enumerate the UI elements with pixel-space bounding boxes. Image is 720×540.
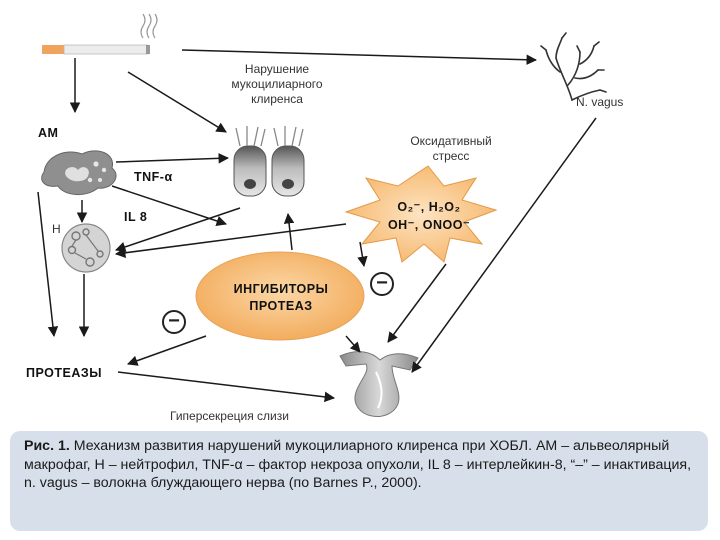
vagus-nerve-icon — [540, 32, 607, 101]
macrophage-icon — [41, 150, 117, 195]
caption-text: Механизм развития нарушений мукоцилиарно… — [24, 438, 692, 491]
il8-label: IL 8 — [124, 210, 148, 224]
tnf-label: TNF-α — [134, 170, 173, 184]
mucous-gland-icon — [339, 351, 419, 417]
protease-inhibitors-ellipse — [195, 251, 365, 341]
pathway-arrows — [37, 49, 597, 403]
oxidative-stress-starburst — [344, 165, 498, 263]
figure-caption: Рис. 1. Механизм развития нарушений муко… — [10, 431, 708, 531]
oxidants-label: O₂⁻, H₂O₂ OH⁻, ONOO⁻ — [387, 200, 471, 232]
caption-lead: Рис. 1. — [24, 438, 70, 454]
am-label: АМ — [38, 126, 59, 140]
vagus-label: N. vagus — [576, 95, 624, 109]
copd-mechanism-diagram — [37, 13, 607, 417]
neutrophil-icon — [61, 223, 111, 273]
oxidative-stress-label: Оксидативный стресс — [410, 134, 492, 163]
inactivation-minus-icon: − — [370, 272, 394, 296]
inhibitors-label: ИНГИБИТОРЫ ПРОТЕАЗ — [233, 282, 329, 313]
inactivation-minus-icon: − — [162, 310, 186, 334]
hypersecretion-label: Гиперсекреция слизи — [170, 409, 289, 423]
h-label: Н — [52, 222, 61, 236]
ciliated-cells-icon — [233, 126, 305, 197]
cigarette-icon — [42, 13, 158, 55]
proteases-label: ПРОТЕАЗЫ — [26, 366, 102, 380]
mucociliary-label: Нарушение мукоцилиарного клиренса — [231, 62, 323, 106]
